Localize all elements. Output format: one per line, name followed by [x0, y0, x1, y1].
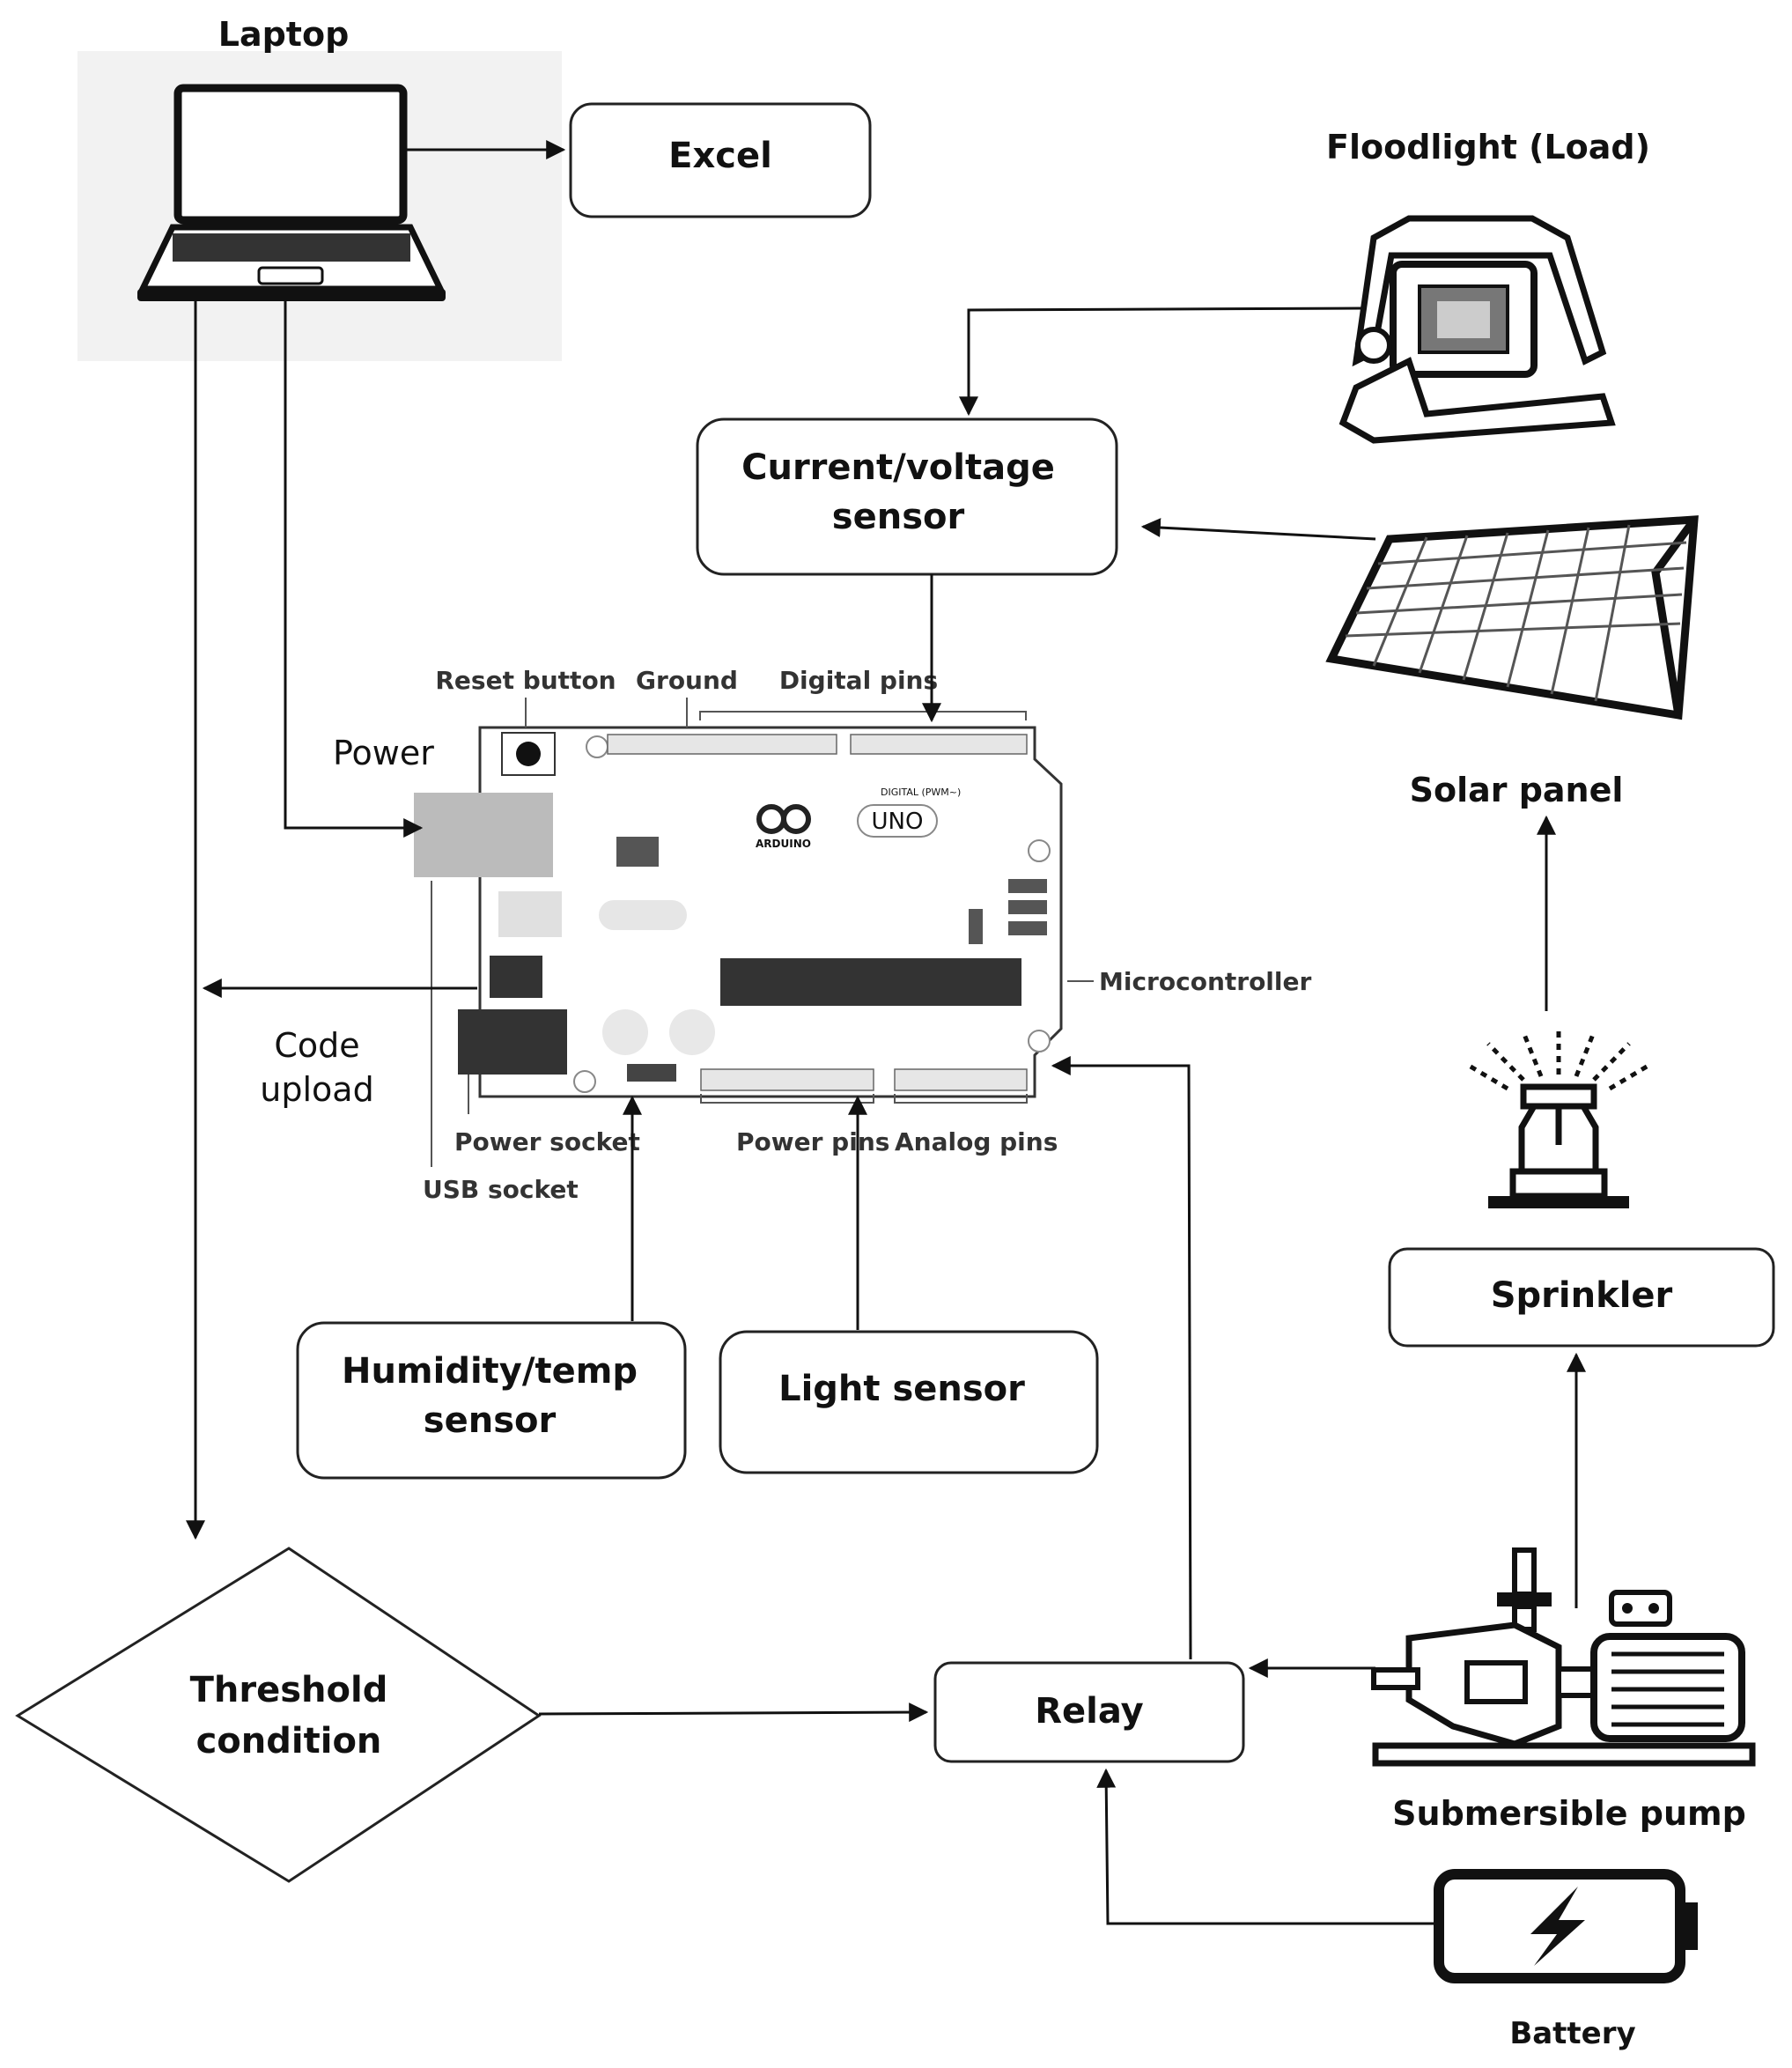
- battery-label: Battery: [1509, 2016, 1635, 2051]
- board-callouts: Reset button Ground Digital pins Power M…: [260, 666, 1311, 1204]
- solar-panel-label: Solar panel: [1410, 771, 1624, 809]
- arduino-brand: ARDUINO: [756, 838, 811, 850]
- threshold-label-line2: condition: [196, 1721, 382, 1761]
- arduino-model: UNO: [872, 809, 924, 835]
- pump-icon: [1371, 1547, 1756, 1767]
- excel-label: Excel: [668, 136, 772, 176]
- usb-socket-icon: [414, 793, 553, 877]
- cv-sensor-label-line1: Current/voltage: [741, 447, 1055, 488]
- laptop-node: Laptop: [77, 15, 562, 361]
- arrow-threshold-relay: [538, 1702, 929, 1723]
- laptop-icon: [137, 84, 446, 301]
- code-upload-label-line2: upload: [260, 1070, 373, 1109]
- cv-sensor-label-line2: sensor: [832, 497, 965, 537]
- sprinkler-node: Sprinkler: [1388, 1030, 1775, 1348]
- power-socket-label: Power socket: [454, 1127, 640, 1156]
- floodlight-icon: [1338, 215, 1616, 444]
- humidity-sensor-label-line1: Humidity/temp: [342, 1351, 638, 1392]
- arrow-relay-board: [1051, 1056, 1192, 1660]
- battery-icon: [1434, 1869, 1698, 1983]
- light-sensor-node: Light sensor: [719, 1330, 1099, 1474]
- power-label: Power: [333, 734, 434, 772]
- arduino-logo: ARDUINO UNO: [756, 804, 938, 850]
- analog-pin-header: [894, 1068, 1028, 1091]
- solar-panel-node: Solar panel: [1325, 515, 1699, 809]
- battery-node: Battery: [1434, 1869, 1698, 2051]
- humidity-sensor-label-line2: sensor: [424, 1400, 557, 1441]
- ground-label: Ground: [636, 666, 738, 695]
- usb-socket-label: USB socket: [423, 1175, 579, 1204]
- threshold-condition-node: Threshold condition: [15, 1547, 542, 1883]
- analog-pins-label: Analog pins: [895, 1127, 1058, 1156]
- microcontroller-label: Microcontroller: [1099, 967, 1311, 996]
- microcontroller-chip: [720, 958, 1021, 1006]
- arrow-laptop-usb: [284, 301, 424, 838]
- digital-pin-header: [607, 734, 1028, 755]
- current-voltage-sensor-node: Current/voltage sensor: [696, 417, 1118, 576]
- reset-button-label: Reset button: [435, 666, 616, 695]
- solar-panel-icon: [1325, 515, 1699, 720]
- floodlight-node: Floodlight (Load): [1326, 128, 1650, 444]
- arrow-solar-sensor: [1140, 518, 1376, 541]
- sprinkler-label: Sprinkler: [1491, 1275, 1673, 1316]
- laptop-label: Laptop: [218, 15, 350, 54]
- connectors: [186, 140, 1586, 1925]
- power-pin-header: [700, 1068, 874, 1091]
- relay-node: Relay: [933, 1661, 1245, 1763]
- relay-label: Relay: [1035, 1691, 1143, 1732]
- digital-pins-label: Digital pins: [779, 666, 938, 695]
- arduino-board: DIGITAL (PWM~) ARDUINO UNO: [414, 726, 1063, 1098]
- floodlight-label: Floodlight (Load): [1326, 128, 1650, 166]
- arrow-floodlight-sensor: [959, 307, 1364, 417]
- submersible-pump-node: Submersible pump: [1371, 1547, 1756, 1833]
- threshold-label-line1: Threshold: [190, 1670, 388, 1710]
- light-sensor-label: Light sensor: [778, 1369, 1025, 1409]
- svg-text:DIGITAL (PWM~): DIGITAL (PWM~): [881, 787, 961, 798]
- power-pins-label: Power pins: [736, 1127, 889, 1156]
- excel-node: Excel: [569, 102, 872, 218]
- pump-label: Submersible pump: [1392, 1794, 1746, 1833]
- power-socket-icon: [458, 1009, 567, 1075]
- arrow-battery-relay: [1096, 1768, 1435, 1925]
- humidity-temp-sensor-node: Humidity/temp sensor: [296, 1321, 687, 1480]
- sprinkler-icon: [1464, 1030, 1653, 1208]
- code-upload-label-line1: Code: [274, 1026, 359, 1065]
